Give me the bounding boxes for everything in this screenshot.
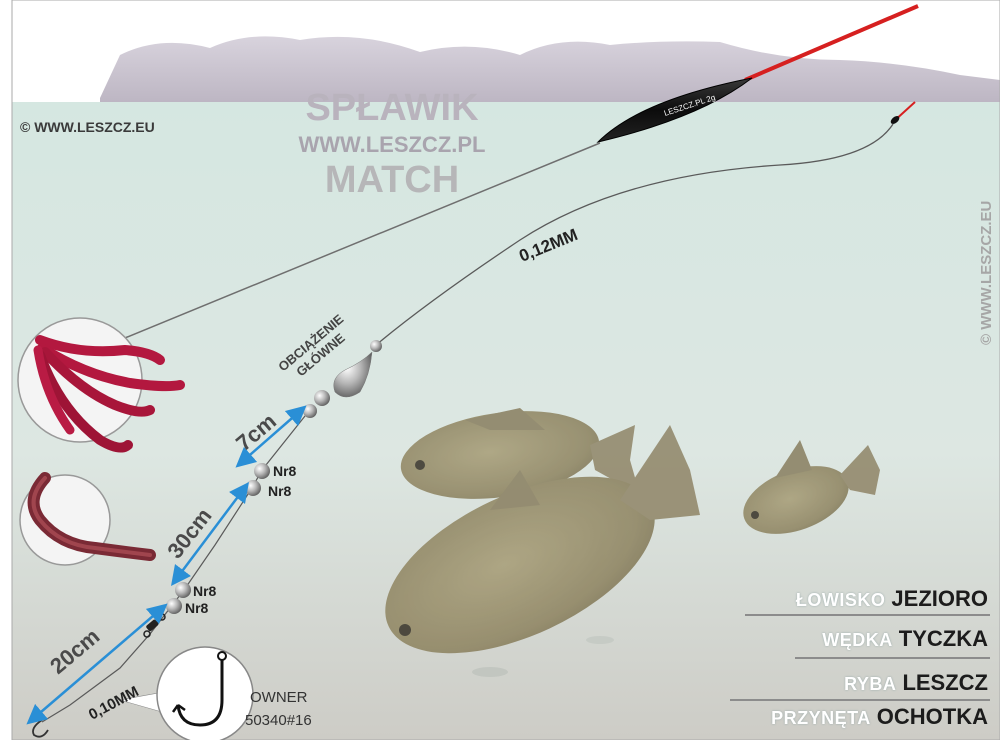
bream-fish-middle [400, 408, 640, 499]
main-weight-shot-1 [314, 390, 330, 406]
bloodworm-3 [40, 347, 155, 417]
title-line1: SPŁAWIK [305, 87, 479, 129]
float-body [596, 77, 753, 143]
bream-fish-large [385, 425, 700, 654]
mountains [100, 36, 1000, 102]
info-label-fish: RYBA [844, 674, 897, 694]
distance-arrow-30cm [171, 482, 249, 586]
info-value-rod: TYCZKA [898, 626, 988, 651]
title-line3: MATCH [325, 159, 459, 201]
hook-model: 50340#16 [245, 712, 312, 729]
info-divider [745, 614, 990, 616]
distance-arrow-7cm [235, 405, 307, 468]
title-line2: WWW.LESZCZ.PL [299, 132, 486, 157]
shot-label-3: Nr8 [193, 583, 217, 599]
main-weight-olive [333, 351, 373, 398]
hook-callout [119, 646, 254, 740]
mini-float-body [890, 116, 900, 124]
bloodworm-2 [37, 343, 185, 392]
shot-nr8-4 [166, 598, 182, 614]
bream-fish-group [385, 408, 880, 677]
main-weight-top-shot [370, 340, 382, 352]
frame-border [11, 0, 1000, 740]
watermark-top-left: © WWW.LESZCZ.EU [20, 119, 155, 135]
shot-label-1: Nr8 [273, 463, 297, 479]
float [596, 4, 919, 143]
float-antenna [744, 4, 919, 82]
bubble [472, 667, 508, 677]
shot-label-4: Nr8 [185, 600, 209, 616]
bloodworm-4 [35, 350, 133, 453]
bubble [586, 636, 614, 644]
info-label-rod: WĘDKA [822, 630, 893, 650]
bream-fish-small [743, 440, 880, 534]
distance-arrow-20cm [26, 603, 168, 725]
pointer-line-to-bait [119, 142, 601, 341]
hook-brand: OWNER [250, 689, 308, 706]
bloodworm-1 [35, 335, 165, 365]
watermark-right-vertical: © WWW.LESZCZ.EU [978, 201, 995, 345]
shot-nr8-1 [254, 463, 270, 479]
main-weight-shot-2 [303, 404, 317, 418]
info-value-bait: OCHOTKA [876, 704, 988, 729]
info-divider [730, 699, 990, 701]
info-label-fishery: ŁOWISKO [795, 590, 886, 610]
info-value-fish: LESZCZ [902, 670, 988, 695]
earthworm-bait-circle [19, 472, 156, 566]
shot-nr8-3 [175, 582, 191, 598]
info-label-bait: PRZYNĘTA [771, 708, 871, 728]
main-line [375, 123, 894, 346]
hook-small [32, 719, 49, 738]
bloodworm-5 [33, 345, 75, 435]
shot-nr8-2 [245, 480, 261, 496]
hook-large-icon [176, 660, 224, 727]
info-value-fishery: JEZIORO [891, 586, 988, 611]
info-divider [795, 657, 990, 659]
bloodworm-bait-circle [17, 317, 185, 453]
shot-label-2: Nr8 [268, 483, 292, 499]
